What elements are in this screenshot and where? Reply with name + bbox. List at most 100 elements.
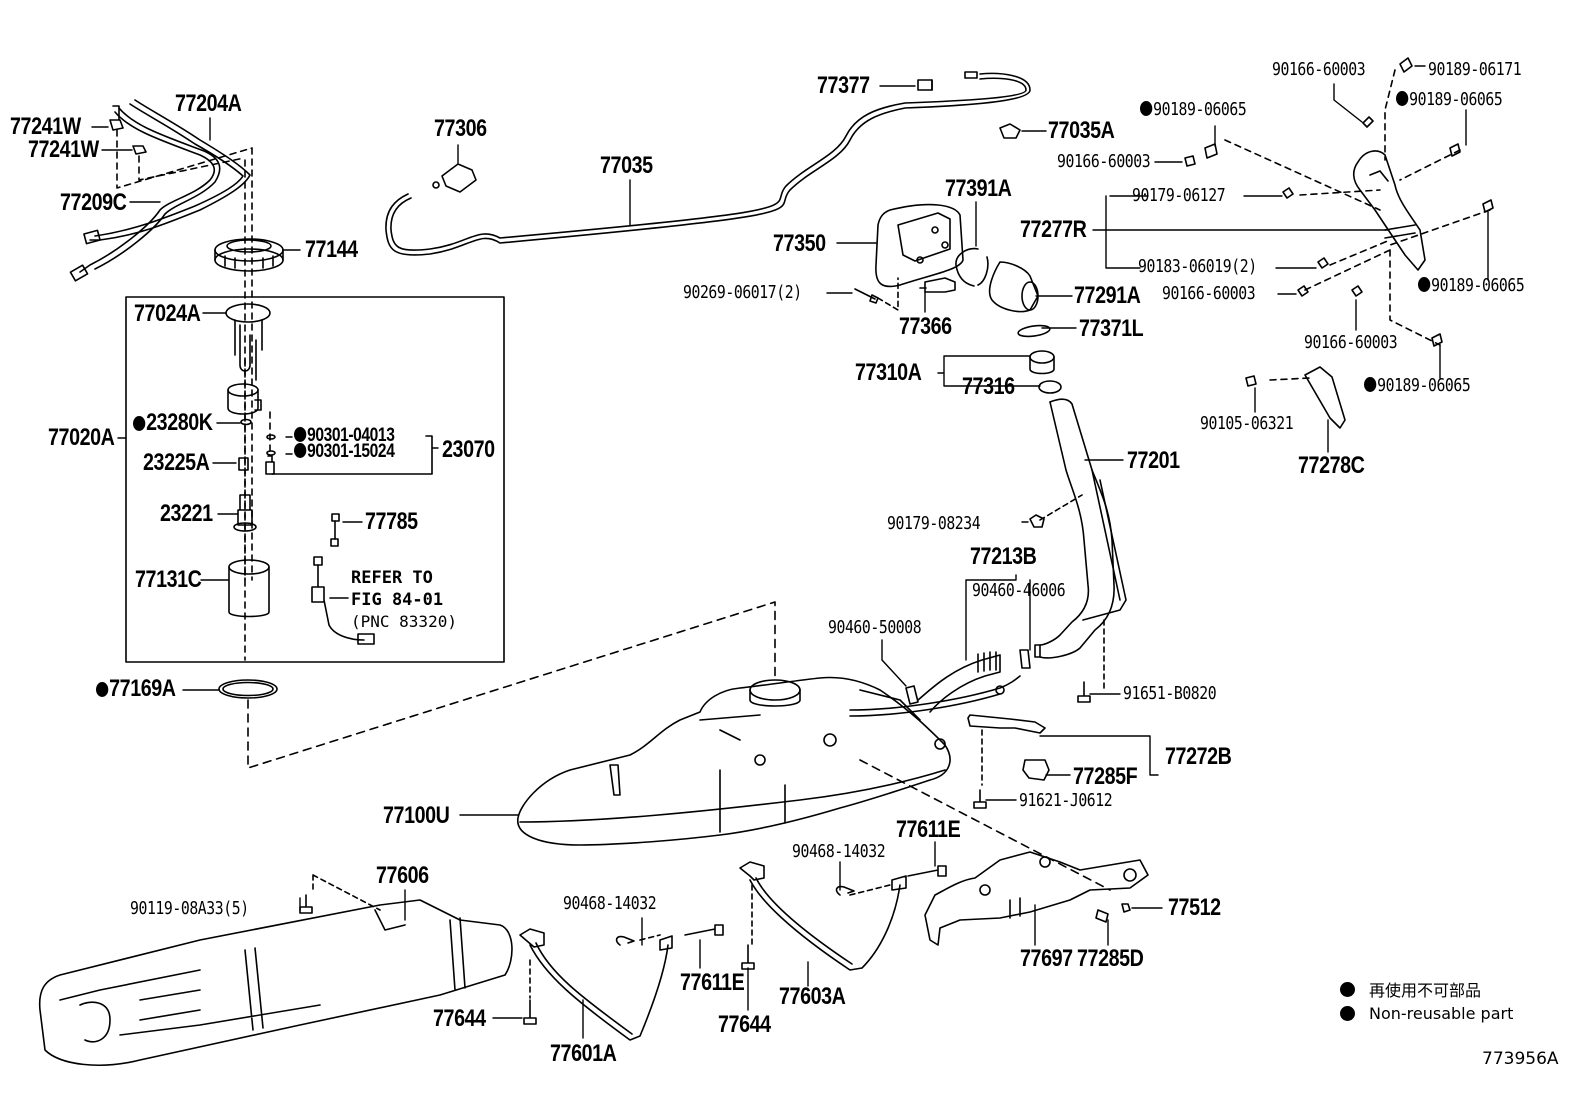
part-label-90301-15024[interactable]: 90301-15024 bbox=[294, 442, 395, 461]
part-label-90166-60003-c[interactable]: 90166-60003 bbox=[1304, 332, 1398, 353]
part-label-77377[interactable]: 77377 bbox=[817, 72, 870, 99]
bolt-91651-B0820 bbox=[1078, 682, 1090, 702]
part-label-77024A[interactable]: 77024A bbox=[134, 300, 201, 327]
part-label-77241W-a[interactable]: 77241W bbox=[10, 113, 81, 140]
hose-clamp-90460-46006 bbox=[1020, 650, 1030, 668]
part-label-90166-60003-a[interactable]: 90166-60003 bbox=[1057, 151, 1151, 172]
part-label-77785[interactable]: 77785 bbox=[365, 508, 418, 535]
gasket-77169A-inner bbox=[223, 683, 273, 696]
leader-lines bbox=[92, 66, 1488, 1038]
part-label-90119-08A33[interactable]: 90119-08A33(5) bbox=[130, 898, 249, 919]
dashed-lead bbox=[313, 875, 380, 910]
part-label-90166-60003-b[interactable]: 90166-60003 bbox=[1162, 283, 1256, 304]
fuel-suction-plate-77024A bbox=[226, 304, 270, 380]
part-label-90189-06065-d[interactable]: 90189-06065 bbox=[1364, 377, 1471, 395]
fuel-pump-23221 bbox=[234, 495, 256, 531]
clip-90189-06065-a bbox=[1205, 144, 1217, 158]
dashed-lead bbox=[248, 602, 775, 768]
part-label-90460-50008[interactable]: 90460-50008 bbox=[828, 617, 922, 638]
part-label-90189-06065-c[interactable]: 90189-06065 bbox=[1418, 277, 1525, 295]
part-label-77241W-b[interactable]: 77241W bbox=[28, 136, 99, 163]
filter-23225A bbox=[239, 458, 248, 470]
part-label-77391A[interactable]: 77391A bbox=[945, 175, 1012, 202]
pump-cushion-77131C bbox=[229, 560, 269, 617]
part-label-77285D[interactable]: 77285D bbox=[1077, 945, 1144, 972]
clip-90468-14032-a bbox=[837, 887, 854, 895]
lid-lock-77366 bbox=[920, 278, 955, 292]
part-label-77512[interactable]: 77512 bbox=[1168, 894, 1221, 921]
part-label-77272B[interactable]: 77272B bbox=[1165, 743, 1232, 770]
part-label-77201[interactable]: 77201 bbox=[1127, 447, 1180, 474]
dashed-lead bbox=[878, 278, 898, 310]
part-label-77366[interactable]: 77366 bbox=[899, 313, 952, 340]
part-label-77291A[interactable]: 77291A bbox=[1074, 282, 1141, 309]
part-label-77644-a[interactable]: 77644 bbox=[433, 1005, 486, 1032]
part-label-77131C[interactable]: 77131C bbox=[135, 566, 202, 593]
part-label-77697[interactable]: 77697 bbox=[1020, 945, 1073, 972]
part-label-90269-06017[interactable]: 90269-06017(2) bbox=[683, 282, 802, 303]
part-label-91621-J0612[interactable]: 91621-J0612 bbox=[1019, 790, 1113, 811]
dashed-lead bbox=[245, 360, 270, 660]
part-label-91651-B0820[interactable]: 91651-B0820 bbox=[1123, 683, 1217, 704]
screw-90166-60003-a bbox=[1185, 156, 1195, 166]
fuel-lid-housing-77350 bbox=[876, 205, 963, 287]
part-label-77371L[interactable]: 77371L bbox=[1079, 315, 1144, 342]
filler-pipe-77201 bbox=[1035, 399, 1126, 658]
part-label-90189-06065-b[interactable]: 90189-06065 bbox=[1396, 91, 1503, 109]
part-label-77350[interactable]: 77350 bbox=[773, 230, 826, 257]
part-label-77100U[interactable]: 77100U bbox=[383, 802, 450, 829]
part-label-77601A[interactable]: 77601A bbox=[550, 1040, 617, 1067]
part-label-77603A[interactable]: 77603A bbox=[779, 983, 846, 1010]
fuel-tube-77209C bbox=[70, 108, 219, 281]
part-label-90189-06065-a[interactable]: 90189-06065 bbox=[1140, 101, 1247, 119]
screw-90166-60003-b bbox=[1298, 286, 1308, 296]
regulator-23070 bbox=[266, 456, 274, 474]
part-label-77035[interactable]: 77035 bbox=[600, 152, 653, 179]
part-label-23221[interactable]: 23221 bbox=[160, 500, 213, 527]
part-label-77606[interactable]: 77606 bbox=[376, 862, 429, 889]
part-label-90189-06171[interactable]: 90189-06171 bbox=[1428, 59, 1522, 80]
part-label-77611E-b[interactable]: 77611E bbox=[680, 969, 745, 996]
clip-90189-06065-c bbox=[1483, 200, 1493, 212]
ring-77391A bbox=[956, 249, 988, 286]
part-label-77169A[interactable]: 77169A bbox=[96, 677, 176, 701]
gasket-77316 bbox=[1039, 381, 1061, 393]
part-label-90183-06019[interactable]: 90183-06019(2) bbox=[1138, 256, 1257, 277]
part-label-90166-60003-top[interactable]: 90166-60003 bbox=[1272, 59, 1366, 80]
part-label-77310A[interactable]: 77310A bbox=[855, 359, 922, 386]
part-label-77020A[interactable]: 77020A bbox=[48, 424, 115, 451]
bolt-77644-b bbox=[742, 945, 754, 969]
part-label-90460-46006[interactable]: 90460-46006 bbox=[972, 580, 1066, 601]
part-label-77213B[interactable]: 77213B bbox=[970, 543, 1037, 570]
part-label-77644-b[interactable]: 77644 bbox=[718, 1011, 771, 1038]
part-label-77209C[interactable]: 77209C bbox=[60, 189, 127, 216]
part-label-90105-06321[interactable]: 90105-06321 bbox=[1200, 413, 1294, 434]
part-label-77306[interactable]: 77306 bbox=[434, 115, 487, 142]
part-label-77204A[interactable]: 77204A bbox=[175, 90, 242, 117]
part-label-90468-14032-b[interactable]: 90468-14032 bbox=[563, 893, 657, 914]
part-label-77277R[interactable]: 77277R bbox=[1020, 216, 1087, 243]
part-label-77611E-a[interactable]: 77611E bbox=[896, 816, 961, 843]
part-label-77144[interactable]: 77144 bbox=[305, 236, 358, 263]
bolt-91621-J0612 bbox=[974, 790, 986, 808]
clip-90189-06065-b bbox=[1450, 144, 1460, 156]
part-label-90179-08234[interactable]: 90179-08234 bbox=[887, 513, 981, 534]
part-label-23225A[interactable]: 23225A bbox=[143, 449, 210, 476]
note-line-2[interactable]: FIG 84-01 bbox=[351, 590, 444, 610]
part-label-23280K[interactable]: 23280K bbox=[133, 411, 213, 435]
screw-90105-06321 bbox=[1246, 376, 1256, 386]
part-label-77316[interactable]: 77316 bbox=[962, 373, 1015, 400]
clip-90179-06127 bbox=[1283, 188, 1293, 198]
part-label-77278C[interactable]: 77278C bbox=[1298, 452, 1365, 479]
part-label-77035A[interactable]: 77035A bbox=[1048, 117, 1115, 144]
dashed-lead bbox=[1040, 495, 1104, 690]
bolt-77611E-a bbox=[908, 866, 946, 876]
part-label-90179-06127[interactable]: 90179-06127 bbox=[1132, 185, 1226, 206]
fuel-tube-77204A bbox=[84, 100, 250, 244]
part-label-90468-14032-a[interactable]: 90468-14032 bbox=[792, 841, 886, 862]
part-label-77285F[interactable]: 77285F bbox=[1073, 763, 1138, 790]
fuel-cap-77310A bbox=[1030, 351, 1054, 374]
part-label-23070[interactable]: 23070 bbox=[442, 436, 495, 463]
bolt-77611E-b bbox=[685, 925, 723, 935]
